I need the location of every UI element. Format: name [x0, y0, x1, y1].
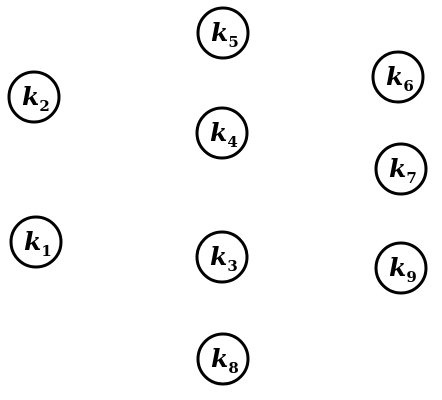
node-k5-label: k5	[211, 18, 239, 51]
node-k9-circle	[374, 241, 428, 295]
node-k6-label: k6	[386, 62, 414, 95]
node-k9-label: k9	[389, 253, 417, 286]
node-k2-circle	[7, 70, 61, 124]
node-k6-circle	[371, 50, 425, 104]
node-k3-circle	[195, 230, 249, 284]
node-k8-label: k8	[211, 344, 239, 377]
node-k1-label: k1	[24, 227, 52, 260]
node-k4: k4	[195, 106, 249, 160]
node-k7-circle	[374, 142, 428, 196]
node-k3: k3	[195, 230, 249, 284]
node-k2: k2	[7, 70, 61, 124]
node-k1-circle	[9, 215, 63, 269]
node-k5: k5	[196, 6, 250, 60]
node-k7-label: k7	[389, 154, 417, 187]
node-k3-label: k3	[210, 242, 238, 275]
node-k2-label: k2	[22, 82, 50, 115]
node-k6: k6	[371, 50, 425, 104]
node-k1: k1	[9, 215, 63, 269]
node-k4-label: k4	[210, 118, 238, 151]
node-k4-circle	[195, 106, 249, 160]
node-k9: k9	[374, 241, 428, 295]
node-k7: k7	[374, 142, 428, 196]
node-k5-circle	[196, 6, 250, 60]
node-k8-circle	[196, 332, 250, 386]
node-k8: k8	[196, 332, 250, 386]
